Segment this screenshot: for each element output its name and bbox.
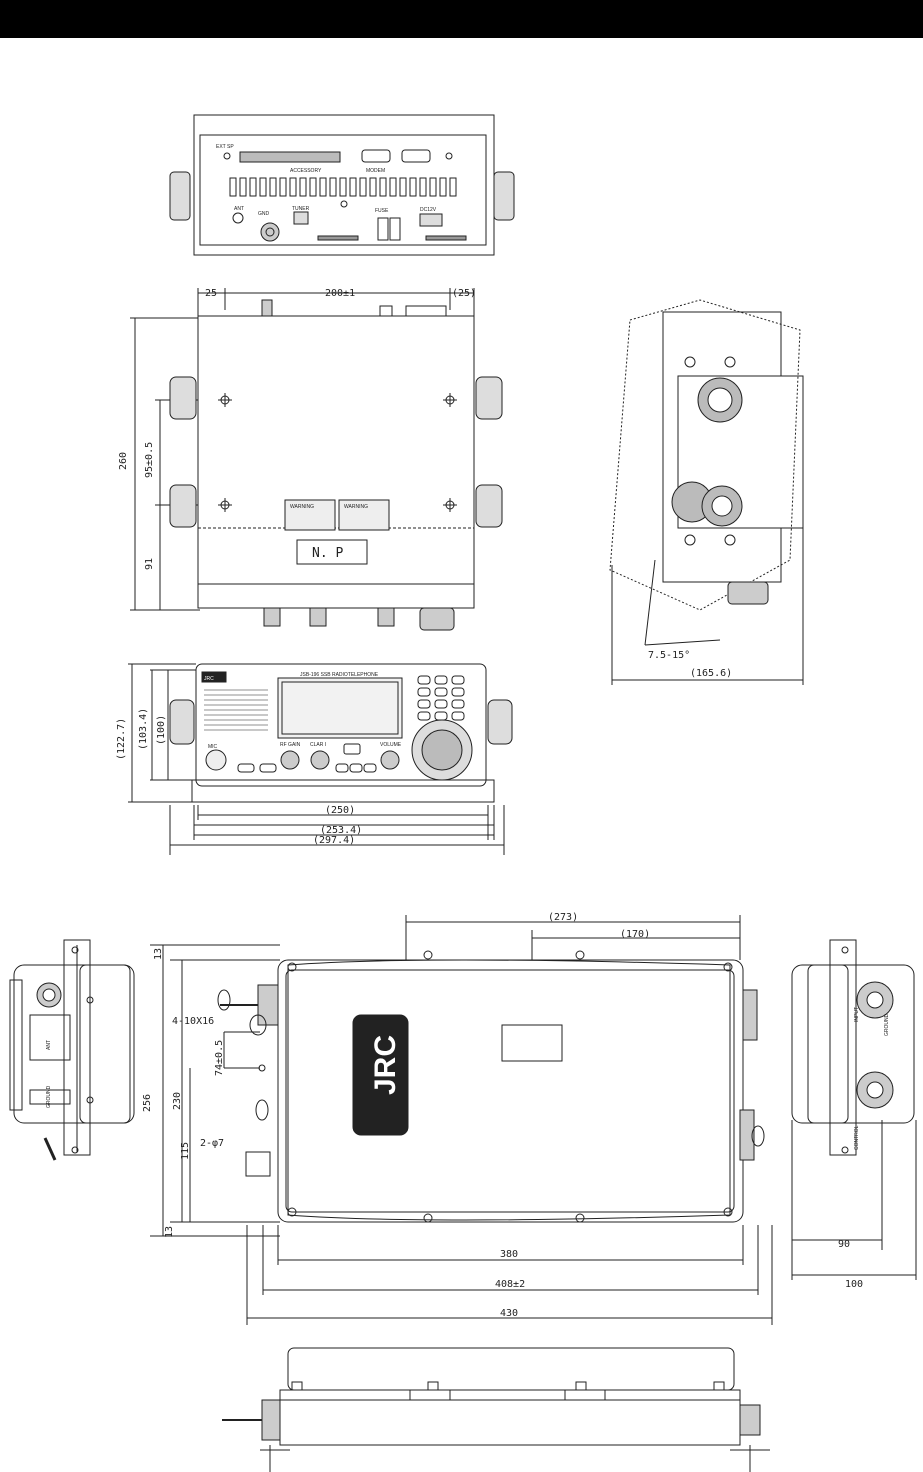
- rear-view: [169, 114, 515, 256]
- dim-front-250: (250): [325, 805, 355, 816]
- dim-430: 430: [500, 1308, 518, 1319]
- dim-13a: 13: [153, 948, 164, 960]
- dim-side-width: (165.6): [690, 668, 732, 679]
- right-input-label: INPUT: [854, 1007, 860, 1022]
- dim-100: 100: [845, 1279, 863, 1290]
- front-logo: JRC: [204, 676, 214, 682]
- dim-top-200: 200±1: [325, 288, 355, 299]
- dim-273: (273): [548, 912, 578, 923]
- dim-230: 230: [172, 1092, 183, 1110]
- rear-dc: DC12V: [420, 207, 437, 213]
- nameplate: N. P: [312, 546, 343, 561]
- warning-label-1: WARNING: [290, 504, 314, 510]
- top-view: [130, 288, 503, 631]
- front-model-title: JSB-196 SSB RADIOTELEPHONE: [300, 672, 379, 678]
- clar-label: CLAR I: [310, 742, 326, 748]
- tuner-bottom-view: [222, 1347, 770, 1472]
- dim-h260: 260: [118, 452, 129, 470]
- dim-408: 408±2: [495, 1279, 525, 1290]
- left-ant-label: ANT: [46, 1040, 52, 1050]
- hole-spec-2: 2-φ7: [200, 1138, 224, 1149]
- dim-front-297: (297.4): [313, 835, 355, 846]
- volume-label: VOLUME: [380, 742, 402, 748]
- dim-top-25b: (25): [452, 288, 476, 299]
- dim-380: 380: [500, 1249, 518, 1260]
- dim-115: 115: [180, 1142, 191, 1160]
- rear-ant: ANT: [234, 206, 244, 212]
- dim-h95: 95±0.5: [144, 442, 155, 478]
- dim-front-103: (103.4): [138, 708, 149, 750]
- rear-tuner: TUNER: [292, 206, 310, 212]
- dim-front-122: (122.7): [116, 718, 127, 760]
- rear-modem: MODEM: [366, 168, 385, 174]
- rear-gnd: GND: [258, 211, 270, 217]
- side-view: [609, 299, 804, 685]
- rear-fuse: FUSE: [375, 208, 389, 214]
- dim-170: (170): [620, 929, 650, 940]
- left-ground-label: GROUND: [46, 1085, 52, 1108]
- dim-74: 74±0.5: [214, 1040, 225, 1076]
- rear-ext-sp: EXT SP: [216, 144, 234, 150]
- dim-top-25: 25: [205, 288, 217, 299]
- header-bar: [0, 0, 923, 38]
- rear-accessory: ACCESSORY: [290, 168, 322, 174]
- right-control-label: CONTROL: [854, 1125, 860, 1150]
- front-view: [128, 663, 513, 855]
- dim-h91: 91: [144, 558, 155, 570]
- jrc-logo: JRC: [369, 1035, 402, 1095]
- dim-256: 256: [142, 1094, 153, 1112]
- dim-13b: 13: [164, 1226, 175, 1238]
- right-ground-label: GROUND: [884, 1013, 890, 1036]
- dim-front-100: (100): [156, 715, 167, 745]
- tuner-left-view: [9, 939, 135, 1161]
- dim-front-253: (253.4): [320, 825, 362, 836]
- dim-side-angle: 7.5-15°: [648, 650, 690, 661]
- rf-gain-label: RF GAIN: [280, 742, 301, 748]
- dim-90: 90: [838, 1239, 850, 1250]
- warning-label-2: WARNING: [344, 504, 368, 510]
- mic-label: MIC: [208, 744, 218, 750]
- tuner-right-view: [791, 939, 917, 1280]
- tuner-main-view: [150, 915, 773, 1325]
- hole-spec-1: 4-10X16: [172, 1016, 214, 1027]
